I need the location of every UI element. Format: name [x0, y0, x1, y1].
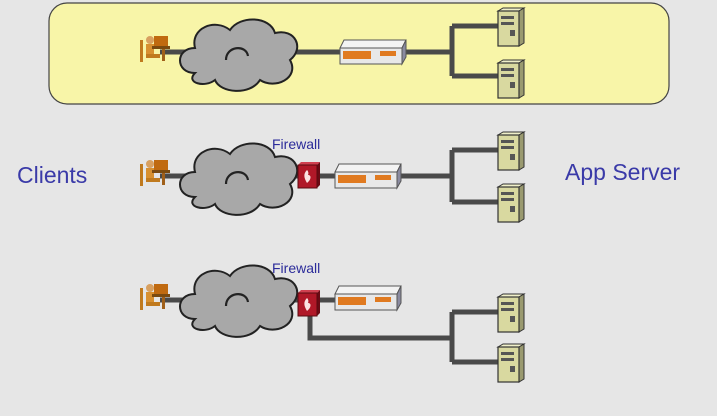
firewall-label-2: Firewall	[272, 260, 320, 276]
firewall-label-1: Firewall	[272, 136, 320, 152]
server-icon	[497, 183, 525, 223]
server-icon	[497, 343, 525, 383]
switch-icon	[334, 163, 402, 189]
client-icon	[140, 284, 170, 310]
server-icon	[497, 7, 525, 47]
firewall-icon	[297, 289, 321, 317]
client-icon	[140, 160, 170, 186]
row-2: Firewall	[140, 131, 525, 223]
server-icon	[497, 59, 525, 99]
row-1	[48, 2, 670, 105]
clients-label: Clients	[17, 162, 88, 188]
firewall-icon	[297, 161, 321, 189]
row-3: Firewall	[140, 260, 525, 383]
server-icon	[497, 131, 525, 171]
switch-icon	[339, 39, 407, 65]
app-server-label: App Server	[565, 159, 681, 185]
server-icon	[497, 293, 525, 333]
cloud-icon	[178, 264, 299, 339]
switch-icon	[334, 285, 402, 311]
cloud-icon	[178, 142, 299, 217]
